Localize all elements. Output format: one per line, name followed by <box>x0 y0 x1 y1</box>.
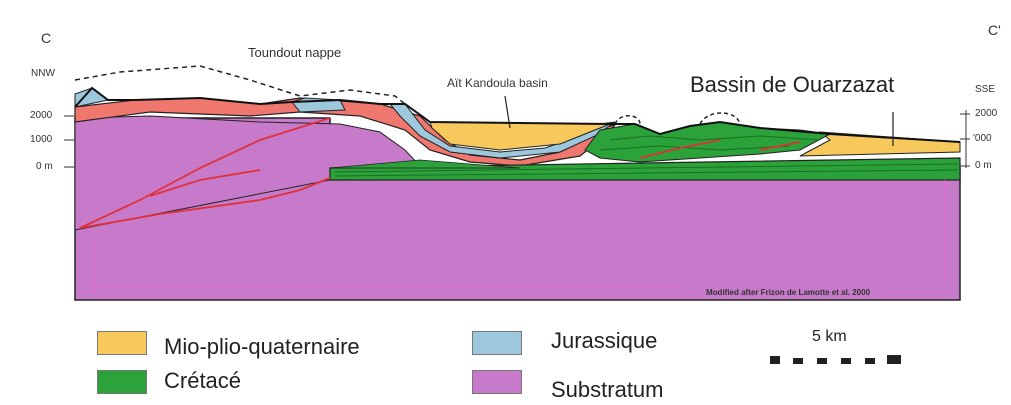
legend-swatch-substratum <box>472 370 522 394</box>
legend-swatch-cretace <box>97 370 147 394</box>
legend-label-jurassique: Jurassique <box>551 328 657 354</box>
eroded-nappe-outline <box>75 66 405 104</box>
legend-swatch-mio-plio <box>97 331 147 355</box>
scale-bar <box>765 350 925 370</box>
legend-label-cretace: Crétacé <box>164 368 241 394</box>
credit-note: Modified after Frizon de Lamotte et al. … <box>706 288 870 297</box>
nappe-label: Toundout nappe <box>248 45 341 60</box>
legend-swatch-jurassique <box>472 331 522 355</box>
legend-label-substratum: Substratum <box>551 377 664 403</box>
basin-label: Aït Kandoula basin <box>447 76 548 90</box>
eroded-fold-outline-1 <box>615 116 640 124</box>
bassin-label: Bassin de Ouarzazat <box>690 72 894 98</box>
scale-label: 5 km <box>812 328 847 346</box>
legend-label-mio-plio: Mio-plio-quaternaire <box>164 334 360 360</box>
